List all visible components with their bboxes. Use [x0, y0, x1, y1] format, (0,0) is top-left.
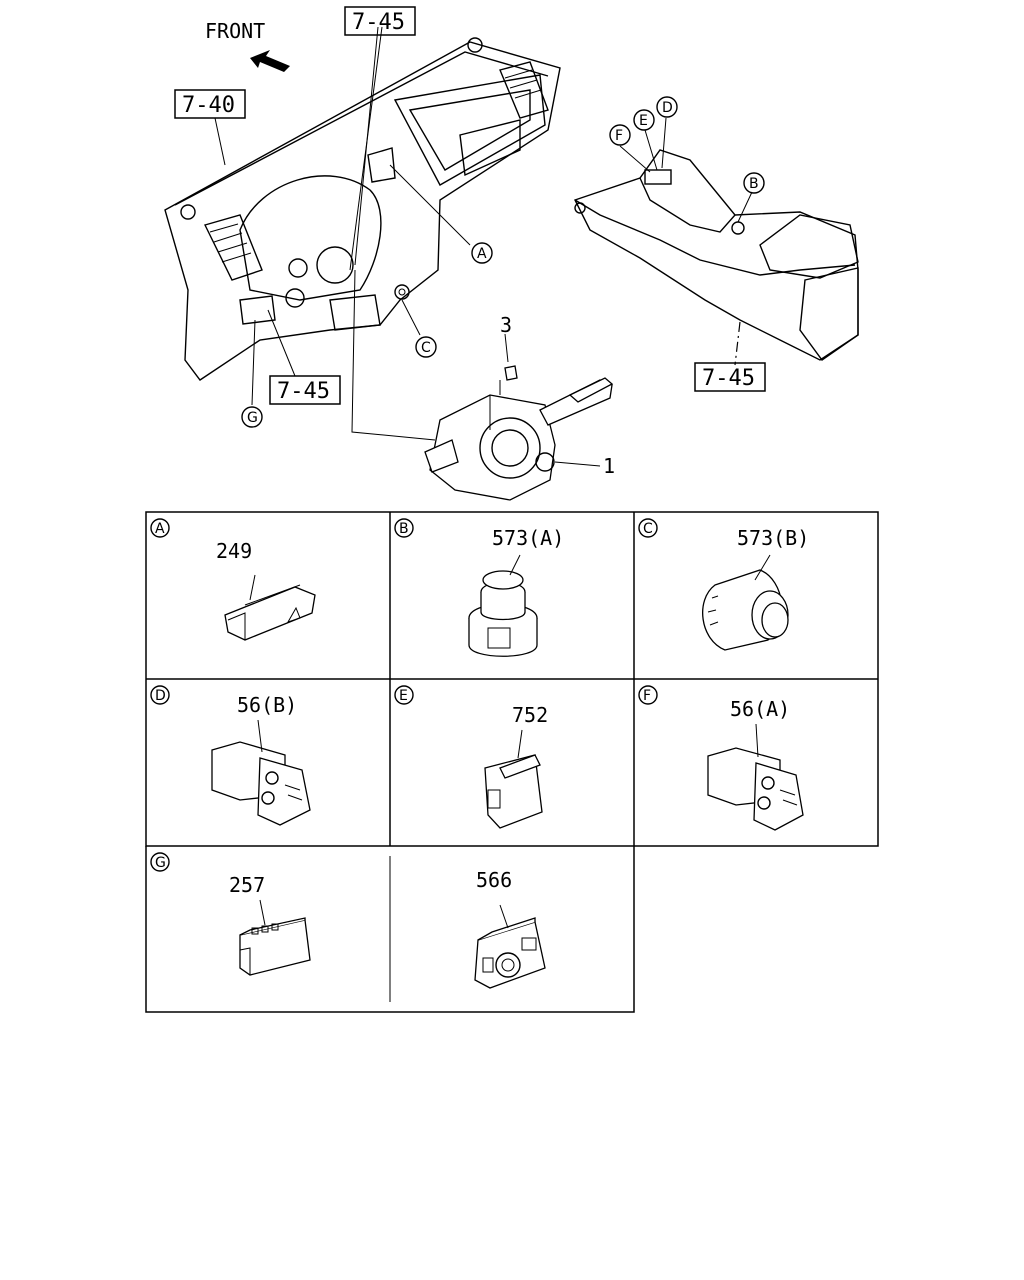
svg-text:D: D: [155, 688, 166, 704]
cell-part-number: 752: [512, 703, 548, 727]
front-arrow-icon: [250, 50, 290, 72]
cell-F[interactable]: F 56(A): [638, 685, 804, 831]
callout-G[interactable]: G: [241, 406, 263, 428]
combination-switch-illustration: [351, 269, 614, 501]
switch-block-icon: [707, 723, 804, 831]
cell-letter-F: F: [638, 685, 658, 705]
svg-text:E: E: [639, 113, 648, 129]
cell-B[interactable]: B 573(A): [394, 518, 564, 657]
svg-text:B: B: [399, 521, 409, 537]
svg-text:A: A: [155, 521, 165, 537]
ref-box-7-40[interactable]: 7-40: [174, 89, 246, 119]
callout-A[interactable]: A: [471, 242, 493, 264]
svg-text:7-45: 7-45: [277, 379, 330, 404]
detail-grid: [145, 511, 879, 1013]
front-label: FRONT: [205, 19, 265, 43]
svg-text:C: C: [421, 340, 431, 356]
center-console-illustration: [574, 117, 859, 366]
callout-E[interactable]: E: [633, 109, 655, 131]
cell-part-number: 249: [216, 539, 252, 563]
cell-566[interactable]: 566: [474, 868, 546, 989]
cell-letter-B: B: [394, 518, 414, 538]
cell-letter-A: A: [150, 518, 170, 538]
cell-part-number: 573(B): [737, 526, 809, 550]
cell-A[interactable]: A 249: [150, 518, 316, 641]
ref-box-7-45-console[interactable]: 7-45: [694, 362, 766, 392]
part-number-1: 1: [603, 454, 615, 478]
callout-B[interactable]: B: [743, 172, 765, 194]
ref-box-7-45-lower[interactable]: 7-45: [269, 375, 341, 405]
small-switch-icon: [484, 729, 543, 829]
cell-part-number: 257: [229, 873, 265, 897]
svg-text:7-45: 7-45: [352, 10, 405, 35]
svg-text:F: F: [615, 128, 623, 144]
svg-text:G: G: [247, 410, 258, 426]
callout-C[interactable]: C: [415, 336, 437, 358]
svg-text:E: E: [399, 688, 408, 704]
callout-F[interactable]: F: [609, 124, 631, 146]
cell-E[interactable]: E 752: [394, 685, 548, 829]
svg-text:7-40: 7-40: [182, 93, 235, 118]
cell-letter-E: E: [394, 685, 414, 705]
cell-part-number: 56(B): [237, 693, 297, 717]
cell-letter-D: D: [150, 685, 170, 705]
svg-text:B: B: [749, 176, 759, 192]
part-number-3: 3: [500, 313, 512, 337]
cell-letter-C: C: [638, 518, 658, 538]
svg-text:A: A: [477, 246, 487, 262]
svg-text:C: C: [643, 521, 653, 537]
dashboard-illustration: [164, 26, 561, 406]
switch-block-icon: [211, 719, 311, 826]
cell-part-number: 566: [476, 868, 512, 892]
round-switch-icon: [468, 554, 538, 657]
svg-text:G: G: [155, 855, 166, 871]
svg-text:7-45: 7-45: [702, 366, 755, 391]
cell-D[interactable]: D 56(B): [150, 685, 311, 826]
cell-part-number: 573(A): [492, 526, 564, 550]
control-panel-icon: [474, 904, 546, 989]
cell-C[interactable]: C 573(B): [638, 518, 809, 651]
ref-box-7-45-top[interactable]: 7-45: [344, 6, 416, 36]
hazard-switch-icon: [224, 574, 316, 641]
cell-G[interactable]: G 257: [150, 852, 311, 976]
cell-letter-G: G: [150, 852, 170, 872]
cell-part-number: 56(A): [730, 697, 790, 721]
callout-D[interactable]: D: [656, 96, 678, 118]
svg-text:F: F: [643, 688, 651, 704]
svg-text:D: D: [662, 100, 673, 116]
rotary-knob-icon: [702, 554, 789, 651]
connector-switch-icon: [239, 899, 311, 976]
